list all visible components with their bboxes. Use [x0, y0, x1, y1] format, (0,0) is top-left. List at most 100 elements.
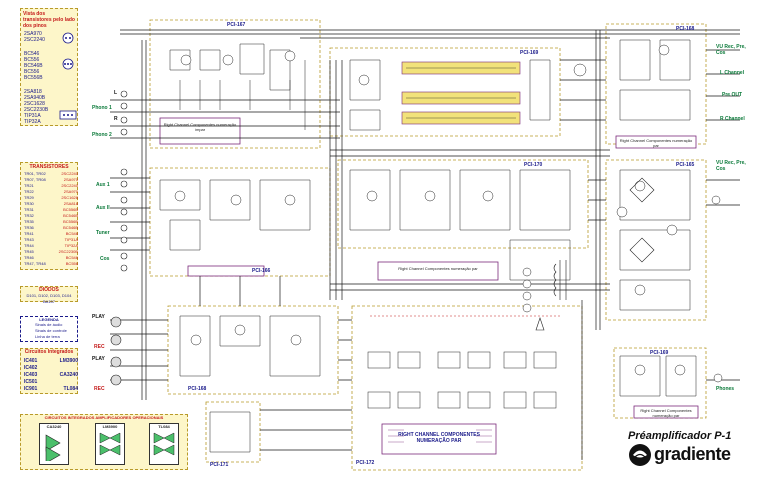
transistor-part: 2SC2240 — [61, 171, 78, 176]
pcb-label-pci168-top: PCI-168 — [676, 26, 695, 32]
input-play2: PLAY — [92, 356, 105, 362]
ic-list-row: IC501 — [24, 379, 78, 386]
transistor-ref: TR01, TR02 — [24, 171, 46, 176]
transistor-pinout-icon — [62, 32, 74, 44]
note-right-channel-big: RIGHT CHANNEL COMPONENTES NUMERAÇÃO PAR — [398, 432, 480, 444]
output-preout: Pre OUT — [722, 92, 743, 98]
transistor-list-row: TR47, TR48 BC556 — [24, 261, 78, 267]
transistor-ref: TR21 — [24, 183, 34, 188]
transistor-ref: TR07, TR08 — [24, 177, 46, 182]
transistor-ref: TR31 — [24, 207, 34, 212]
transistor-list-row: TR44 TIP32A — [24, 243, 78, 249]
ic-list-row: IC401 LM3900 — [24, 358, 78, 365]
pcb-label-pci170-top: PCI-170 — [524, 162, 543, 168]
ic-ref: IC402 — [24, 365, 38, 371]
input-r-marker: R — [114, 116, 118, 122]
note-right-channel-2: Right Channel Componentes numeração par — [398, 266, 478, 271]
pcb-label-pci169: PCI-169 — [520, 50, 539, 56]
ic-part: TL084 — [63, 386, 78, 392]
transistor-ref: TR45 — [24, 249, 34, 254]
transistor-part: BC546 — [65, 255, 78, 260]
transistor-part: TIP32A — [64, 243, 78, 248]
legend-transistors-side-title: Vista dos transistores pelo lado dos pin… — [23, 11, 75, 29]
ic-part: LM3900 — [59, 358, 78, 364]
transistor-pinout-icon — [59, 110, 77, 120]
legend-diodes: DIODOS D101, D102, D103, D104 BA157 — [20, 286, 78, 304]
transistor-part: TIP31A — [64, 237, 78, 242]
pcb-outline-pci165 — [605, 159, 707, 321]
pcb-label-pci168: PCI-168 — [188, 386, 207, 392]
transistor-part: 2SA970 — [63, 189, 78, 194]
output-rchannel: R Channel — [720, 116, 745, 122]
pcb-label-pci165: PCI-165 — [676, 162, 695, 168]
ic-ref: IC501 — [24, 379, 38, 385]
pcb-label-pci166: PCI-166 — [252, 268, 271, 274]
transistor-part: BC556B — [63, 207, 78, 212]
legend-opamp: CIRCUITOS INTEGRADOS AMPLIFICADORES OPER… — [20, 414, 188, 470]
ic-lm3900: LM3900 — [95, 423, 125, 465]
transistor-list-row: TR43 TIP31A — [24, 237, 78, 243]
output-phones: Phones — [716, 386, 735, 392]
transistor-ref: TR30 — [24, 201, 34, 206]
legend-transistor-list-title: TRANSISTORES — [29, 164, 69, 170]
transistor-ref: TR43 — [24, 237, 34, 242]
pcb-label-pci172: PCI-172 — [356, 460, 375, 466]
input-phono2: Phono 2 — [92, 132, 112, 138]
output-vu1: VU Rec, Pre, Cos — [716, 44, 746, 56]
input-tuner: Tuner — [96, 230, 110, 236]
transistor-ref: TR35 — [24, 219, 34, 224]
transistor-list-row: TR36 BC546B — [24, 225, 78, 231]
pcb-label-pci169-bottom: PCI-169 — [650, 350, 669, 356]
ic-tl084: TL084 — [149, 423, 179, 465]
gradiente-logo: gradiente — [628, 443, 738, 467]
transistor-pinout-icon — [62, 58, 74, 70]
input-rec1: REC — [94, 344, 105, 350]
transistor-list-row: TR01, TR02 2SC2240 — [24, 171, 78, 177]
legend-group3: 2SA818 2SA940B 2SC1628 2SC2230B TIP31A T… — [24, 89, 49, 125]
pcb-label-pci171: PCI-171 — [210, 462, 229, 468]
gradiente-swirl-icon — [629, 444, 651, 466]
input-play1: PLAY — [92, 314, 105, 320]
transistor-ref: TR44 — [24, 243, 34, 248]
transistor-list-row: TR30 2SA818 — [24, 201, 78, 207]
ic-list-row: IC402 — [24, 365, 78, 372]
note-right-channel-1: Right Channel Componentes numeração ímpa… — [163, 122, 237, 132]
legend-symbols: LEGENDA Sinais de áudio Sinais de contro… — [20, 316, 78, 342]
transistor-part: BC556 — [65, 261, 78, 266]
transistor-part: BC546B — [63, 213, 78, 218]
gradiente-wordmark: gradiente — [654, 444, 731, 464]
legend-group2: BC546 BC556 BC546B BC556 BC556B — [24, 51, 43, 81]
brand-title: Préamplificador P-1 — [628, 430, 732, 442]
ic-ca3240: CA3240 — [39, 423, 69, 465]
pcb-label-pci167: PCI-167 — [227, 22, 246, 28]
transistor-part: 2SA818 — [63, 201, 78, 206]
input-l-marker: L — [114, 90, 118, 96]
input-cos: Cos — [100, 256, 110, 262]
transistor-ref: TR36 — [24, 225, 34, 230]
output-vu2: VU Rec, Pre, Cos — [716, 160, 746, 172]
transistor-part: BC546 — [65, 231, 78, 236]
input-aux2: Aux II — [96, 205, 110, 211]
transistor-ref: TR29 — [24, 195, 34, 200]
ic-part: CA3240 — [59, 372, 78, 378]
note-right-channel-3: Right Channel Componentes numeração par — [619, 138, 693, 148]
ic-ref: IC401 — [24, 358, 38, 364]
transistor-ref: TR47, TR48 — [24, 261, 46, 266]
transistor-list-row: TR31 BC556B — [24, 207, 78, 213]
pcb-outline-pci167 — [149, 19, 321, 149]
transistor-part: BC546B — [63, 225, 78, 230]
input-aux1: Aux 1 — [96, 182, 110, 188]
transistor-part: BC556B — [63, 219, 78, 224]
transistor-list-row: TR35 BC556B — [24, 219, 78, 225]
transistor-ref: TR46 — [24, 255, 34, 260]
input-rec2: REC — [94, 386, 105, 392]
pcb-outline-pci168 — [167, 305, 339, 395]
